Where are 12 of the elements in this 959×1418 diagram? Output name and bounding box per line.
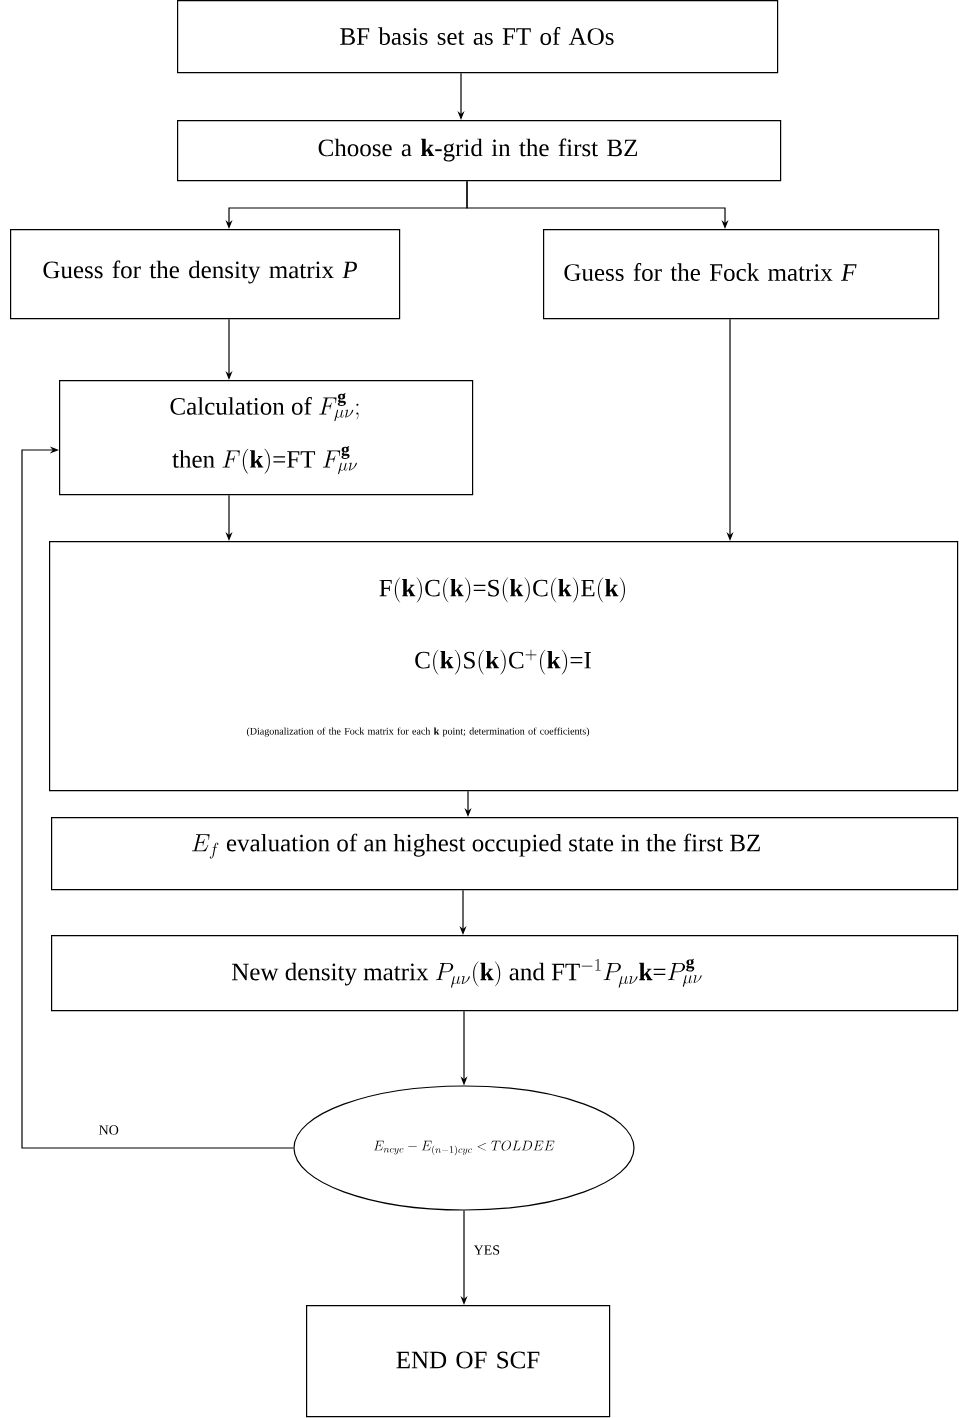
edge-label: NO: [99, 1125, 119, 1135]
process-box: $\text{New density matrix }P_{\mu\nu}(\mathbf{k})\text{ and }\mathrm{FT}^{-1}P_{\mu\nu}\mathbf{k}\text{=}P^{\mathbf{g}}_{\mu\nu}$: [51, 935, 959, 1012]
process-box: BF basis set as FT of AOs: [177, 0, 779, 74]
process-box: Guess for the Fock matrix F: [543, 229, 940, 320]
process-box: Choose a k-grid in the first BZ: [177, 120, 782, 182]
process-box: $\mathrm{F}(\mathbf{k})\mathrm{C}(\mathbf{k})\text{=}\mathrm{S}(\mathbf{k})\mathrm{C}(\mathbf{k})\mathrm{E}(\mathbf{k})$ $\mathrm{C}(\mathbf{k})\mathrm{S}(\mathbf{k})\mathrm{C}^{+}(\mathbf{k})\text{=I}$ (Diagonalization of the Fock matrix for each k point; determination of coefficients): [49, 541, 959, 792]
process-box: $E_f\text{ evaluation of an highest occupied state in the first BZ}$: [51, 817, 959, 891]
process-box: Guess for the density matrix P: [10, 229, 401, 320]
process-box: END OF SCF: [306, 1305, 611, 1418]
arrow: [21, 446, 294, 1149]
edge-label: YES: [473, 1245, 500, 1255]
process-box: $\text{Calculation of }F^{\mathbf{g}}_{\mu\nu};$ $\text{then }F(\mathbf{k})\text{=FT }F^{\mathbf{g}}_{\mu\nu}$: [59, 380, 474, 496]
